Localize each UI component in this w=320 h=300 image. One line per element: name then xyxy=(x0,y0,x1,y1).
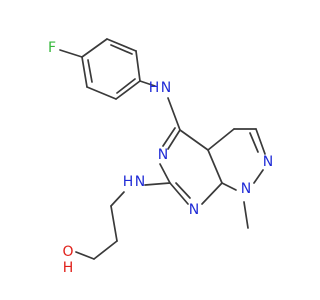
bond xyxy=(135,50,141,82)
bond xyxy=(59,49,83,58)
bond xyxy=(110,205,118,242)
bond xyxy=(87,59,93,83)
bond xyxy=(86,86,117,100)
bond xyxy=(159,163,171,184)
amine-nitrogen-label: N xyxy=(161,80,171,96)
fluorine-atom-label: F xyxy=(48,40,56,56)
hydroxyl-oxygen-label: O xyxy=(62,244,73,260)
bond xyxy=(162,127,176,147)
pyrimidine-nitrogen-1-label: N xyxy=(189,202,199,218)
bond xyxy=(81,38,108,58)
bond xyxy=(81,56,88,88)
amine-nitrogen-label: N xyxy=(135,174,145,190)
bond xyxy=(175,182,191,199)
bond xyxy=(75,251,95,260)
bond xyxy=(207,149,223,184)
pyrimidine-nitrogen-3-label: N xyxy=(158,147,168,163)
bond xyxy=(167,97,181,131)
amine-hydrogen-label: H xyxy=(123,174,134,190)
bond-layer xyxy=(59,38,266,260)
bond xyxy=(253,169,264,184)
bond xyxy=(201,182,223,205)
atom-label-layer: F N H N N N N H N O H xyxy=(48,40,273,276)
pyrazole-nitrogen-2-label: N xyxy=(263,154,273,170)
bond xyxy=(115,80,141,100)
bond xyxy=(243,201,249,229)
amine-hydrogen-label: H xyxy=(149,80,160,96)
bond xyxy=(93,240,118,260)
bond xyxy=(249,132,259,153)
bond xyxy=(169,182,189,205)
bond xyxy=(167,129,181,150)
bond xyxy=(106,38,137,52)
bond xyxy=(221,182,237,191)
hydroxyl-hydrogen-label: H xyxy=(63,260,74,276)
bond xyxy=(207,128,235,151)
molecule-structure-diagram: F N H N N N N H N O H xyxy=(48,38,273,276)
bond xyxy=(179,129,209,151)
bond xyxy=(110,44,133,55)
bond xyxy=(110,191,125,207)
pyrazole-nitrogen-1-label: N xyxy=(241,181,251,197)
bond xyxy=(255,128,266,155)
bond xyxy=(144,182,171,186)
bond xyxy=(139,80,156,87)
bond xyxy=(116,78,136,94)
